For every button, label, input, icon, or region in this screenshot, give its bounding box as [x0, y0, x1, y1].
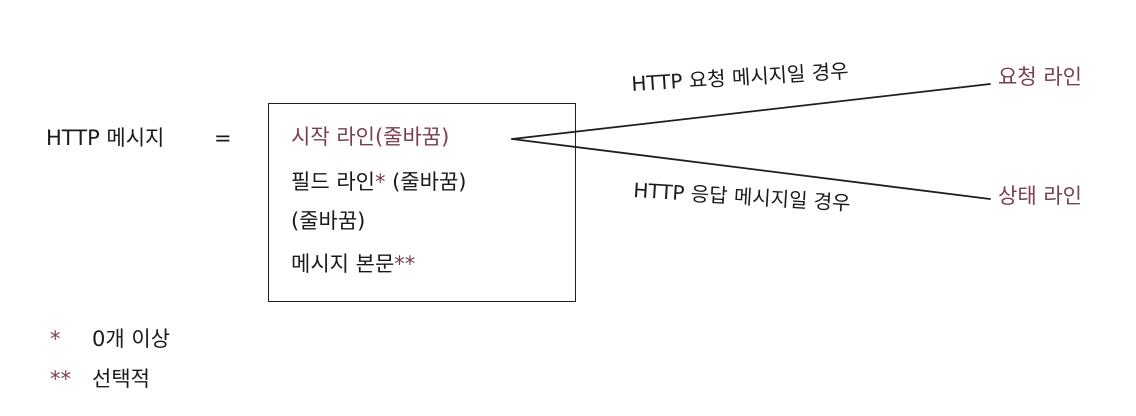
- request-line-target: 요청 라인: [998, 65, 1082, 89]
- legend-item-optional: ** 선택적: [50, 369, 150, 390]
- body-line-text: 메시지 본문: [291, 252, 395, 276]
- branch-line-request: [511, 83, 991, 140]
- newline-text: (줄바꿈): [291, 209, 366, 233]
- message-structure-box: [268, 103, 576, 302]
- legend-asterisk: *: [50, 327, 61, 351]
- equals-sign: =: [214, 126, 232, 150]
- field-line-text: 필드 라인: [291, 170, 375, 194]
- branch-line-response: [511, 138, 991, 200]
- body-line-row: 메시지 본문**: [291, 254, 415, 275]
- status-line-target: 상태 라인: [998, 184, 1082, 208]
- legend-zero-or-more-text: 0개 이상: [92, 327, 170, 351]
- field-line-row: 필드 라인* (줄바꿈): [291, 172, 467, 193]
- asterisk-mark: *: [374, 170, 386, 194]
- field-line-newline: (줄바꿈): [385, 170, 467, 194]
- legend-double-asterisk: **: [50, 367, 71, 391]
- http-message-label: HTTP 메시지: [46, 126, 165, 150]
- double-asterisk-mark: **: [394, 252, 416, 276]
- start-line-text: 시작 라인(줄바꿈): [291, 125, 450, 149]
- legend-item-zero-or-more: * 0개 이상: [50, 329, 170, 350]
- legend-optional-text: 선택적: [92, 367, 150, 391]
